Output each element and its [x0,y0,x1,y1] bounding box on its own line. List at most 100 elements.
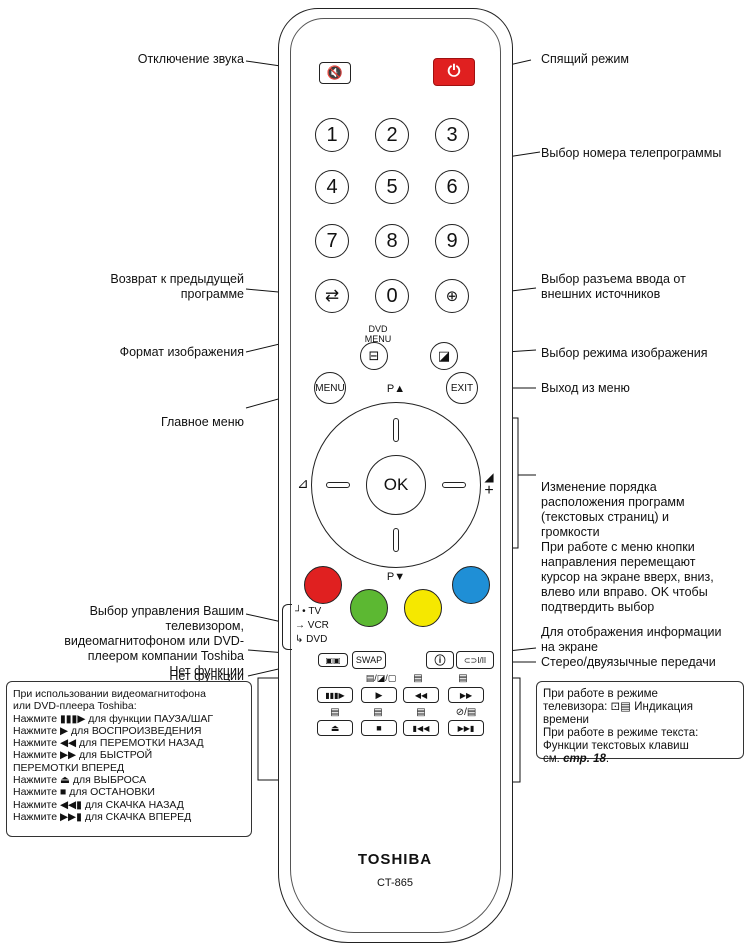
vcr-dvd-line1: При использовании видеомагнитофона [13,688,206,700]
sleep-label: Спящий режим [541,52,629,66]
main-menu-label: Главное меню [160,415,244,429]
text-mix-icon: ▤/◪/▢ [365,672,397,683]
text-mode-box: При работе в режиме телевизора: ⊡▤ Индик… [536,681,744,765]
picture-format-button[interactable]: ⊟ [360,342,388,370]
tv-icon: ┘• [295,606,306,617]
nav-label-1: Изменение порядка [541,480,657,494]
vol-up-icon: ◢ [484,470,494,484]
text-reveal-icon: ▤ [330,706,340,718]
no-function-label-2: Нет функции [169,669,244,683]
text-hold-icon: ▤ [373,706,383,718]
recall-button[interactable]: ⇄ [315,279,349,313]
text-mode-line2: телевизора: ⊡▤ Индикация [543,701,737,714]
vcr-dvd-line10: Нажмите ◀◀▮ для СКАЧКА НАЗАД [13,798,184,811]
nav-label-2: расположения программ [541,495,685,509]
nav-label-9: подтвердить выбор [541,600,655,614]
stereo-label: Стерео/двуязычные передачи [541,655,716,669]
text-mode-line3: времени [543,714,589,726]
channel-select-label: Выбор номера телепрограммы [541,146,722,160]
input-select-button[interactable]: ⊕ [435,279,469,313]
text-mode-line2-post: Индикация [634,701,693,713]
mode-select-label-2: телевизором, [165,619,244,633]
vcr-dvd-line11: Нажмите ▶▶▮ для СКАЧКА ВПЕРЕД [13,810,192,823]
prev-channel-label-1: Возврат к предыдущей [110,272,244,286]
rewind-icon: ◀◀ [414,690,428,700]
info-button[interactable]: ⓘ [426,651,454,669]
digit-5-button[interactable]: 5 [375,170,409,204]
p-down-label: P▼ [386,571,406,583]
text-mode-line1: При работе в режиме [543,688,658,700]
input-select-label-1: Выбор разъема ввода от [541,272,686,286]
swap-button[interactable]: SWAP [352,651,386,669]
exit-button[interactable]: EXIT [446,372,478,404]
red-button[interactable] [304,566,342,604]
nav-label-4: громкости [541,525,600,539]
text-mode-line6-post: . [605,753,610,765]
skip-back-button[interactable]: ▮◀◀ [403,720,439,736]
vol-down-icon: ⊿ [297,474,309,491]
skip-forward-button[interactable]: ▶▶▮ [448,720,484,736]
nav-up-button[interactable] [393,418,399,442]
text-size-icon: ▤ [416,706,426,718]
blue-button[interactable] [452,566,490,604]
stereo-button[interactable]: ⊂⊃I/II [456,651,494,669]
mode-tv-label: ┘• TV [295,606,321,617]
vcr-dvd-box: При использовании видеомагнитофона или D… [6,681,252,837]
mute-button[interactable]: 🔇 [319,62,351,84]
mode-select-label-1: Выбор управления Вашим [89,604,244,618]
picture-mode-button[interactable]: ◪ [430,342,458,370]
pause-step-icon: ▮▮▮▶ [325,690,345,700]
digit-0-button[interactable]: 0 [375,279,409,313]
input-icon: ⊕ [445,288,459,305]
info-label-2: на экране [541,640,598,654]
mode-select-label-3: видеомагнитофоном или DVD- [64,634,244,648]
prev-channel-label-2: программе [180,287,244,301]
menu-button[interactable]: MENU [314,372,346,404]
nav-left-button[interactable] [326,482,350,488]
pause-step-button[interactable]: ▮▮▮▶ [317,687,353,703]
digit-1-button[interactable]: 1 [315,118,349,152]
eject-icon: ⏏ [330,722,340,733]
fast-forward-icon: ▶▶ [459,690,473,700]
nav-label-8: влево или вправо. OK чтобы [541,585,708,599]
digit-8-button[interactable]: 8 [375,224,409,258]
vcr-dvd-line7: ПЕРЕМОТКИ ВПЕРЕД [13,761,125,774]
rewind-button[interactable]: ◀◀ [403,687,439,703]
ok-button[interactable]: OK [366,455,426,515]
nav-label-6: направления перемещают [541,555,696,569]
nav-right-button[interactable] [442,482,466,488]
info-label-1: Для отображения информации [541,625,722,639]
green-button[interactable] [350,589,388,627]
digit-6-button[interactable]: 6 [435,170,469,204]
recall-icon: ⇄ [324,286,340,305]
digit-4-button[interactable]: 4 [315,170,349,204]
text-subpage-icon: ▤ [413,672,423,684]
stop-button[interactable]: ■ [361,720,397,736]
stereo-button-text: I/II [477,655,487,665]
yellow-button[interactable] [404,589,442,627]
digit-2-button[interactable]: 2 [375,118,409,152]
eject-button[interactable]: ⏏ [317,720,353,736]
p-up-label: P▲ [386,383,406,395]
vcr-dvd-line8: Нажмите ⏏ для ВЫБРОСА [13,774,147,787]
text-mode-line5: Функции текстовых клавиш [543,740,689,752]
input-select-label-2: внешних источников [541,287,661,301]
mode-dvd-label: ↳ DVD [295,634,327,645]
mode-select-label-4: плеером компании Toshiba [87,649,244,663]
digit-3-button[interactable]: 3 [435,118,469,152]
power-button[interactable]: ⏻ [433,58,475,86]
play-button[interactable]: ▶ [361,687,397,703]
dvd-menu-label-line1: DVD [368,324,388,334]
mode-switch[interactable] [282,604,292,650]
play-icon: ▶ [375,689,383,700]
dvd-menu-label-line2: MENU [364,334,392,344]
digit-7-button[interactable]: 7 [315,224,349,258]
power-icon: ⏻ [447,63,461,80]
pip-button[interactable]: ▣▣ [318,653,348,667]
picture-mode-label: Выбор режима изображения [541,346,708,360]
nav-down-button[interactable] [393,528,399,552]
brand-logo: TOSHIBA [357,850,433,868]
vcr-dvd-line6: Нажмите ▶▶ для БЫСТРОЙ [13,749,153,762]
digit-9-button[interactable]: 9 [435,224,469,258]
fast-forward-button[interactable]: ▶▶ [448,687,484,703]
